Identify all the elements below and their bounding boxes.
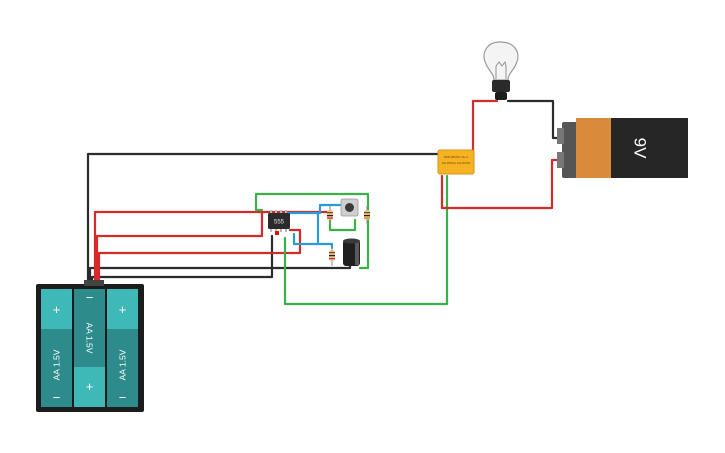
aa-cell-3-bottom-sign: − <box>119 390 127 405</box>
bulb-socket <box>492 80 510 92</box>
battery-9v-terminal-block <box>562 122 578 178</box>
wire-black-lamp-9v[interactable] <box>506 99 562 140</box>
relay-label-line1: SRD-05VDC-SL-C <box>444 155 470 159</box>
battery-pack-aa[interactable]: + AA 1.5V − − AA 1.5V + + AA 1.5V − <box>36 280 144 412</box>
aa-cell-2-label: AA 1.5V <box>85 323 95 354</box>
wire-red-vcc-3[interactable] <box>97 228 302 284</box>
resistor-2[interactable] <box>364 206 370 224</box>
wire-black-ground-2[interactable] <box>90 234 274 284</box>
wire-red-relay-lamp[interactable] <box>440 99 499 154</box>
aa-cell-1-bottom-sign: − <box>53 390 61 405</box>
wire-red-relay-9v[interactable] <box>440 158 562 210</box>
ic-555-pins <box>270 210 287 232</box>
bulb-filament-icon <box>495 60 507 79</box>
aa-cell-1-top-sign: + <box>53 302 61 317</box>
resistor-1[interactable] <box>327 206 333 224</box>
aa-cell-1-label: AA 1.5V <box>52 349 62 380</box>
wire-green-relay[interactable] <box>283 174 449 306</box>
wire-black-ground-1[interactable] <box>88 260 352 284</box>
wire-red-vcc-2[interactable] <box>95 210 264 284</box>
ic-555[interactable]: 555 <box>268 210 290 232</box>
aa-cell-3-label: AA 1.5V <box>118 349 128 380</box>
led-red[interactable] <box>275 231 279 235</box>
battery-pack-connector <box>84 280 104 286</box>
wire-black-battery-relay[interactable] <box>86 152 442 287</box>
wire-blue-2[interactable] <box>318 203 342 215</box>
wire-blue-3[interactable] <box>316 242 334 250</box>
aa-cell-2-top-sign: − <box>86 290 94 305</box>
battery-9v-terminal-neg <box>557 152 564 168</box>
capacitor-electrolytic[interactable] <box>343 238 360 267</box>
aa-cell-2-bottom-sign: + <box>86 379 94 394</box>
aa-cell-2: − AA 1.5V + <box>74 289 105 407</box>
resistor-3[interactable] <box>329 246 335 266</box>
battery-9v[interactable]: 9V <box>557 118 688 178</box>
relay-body <box>437 149 475 175</box>
wire-red-vcc-1[interactable] <box>93 210 277 284</box>
wire-blue-1[interactable] <box>286 211 320 246</box>
aa-cell-3: + AA 1.5V − <box>107 289 138 407</box>
wire-green-loop[interactable] <box>254 192 370 270</box>
bulb-glass-icon <box>483 41 519 81</box>
battery-9v-label: 9V <box>631 138 650 159</box>
aa-cell-3-top-sign: + <box>119 302 127 317</box>
push-button[interactable] <box>340 198 359 217</box>
battery-9v-copper-band <box>576 118 612 178</box>
ic-555-body <box>268 213 290 229</box>
battery-9v-body <box>611 118 688 178</box>
aa-cell-1: + AA 1.5V − <box>41 289 72 407</box>
ic-555-label: 555 <box>274 220 285 226</box>
relay-label-line2: 10A 250VAC 10A 30VDC <box>442 161 471 165</box>
relay-module[interactable]: SRD-05VDC-SL-C 10A 250VAC 10A 30VDC <box>437 149 475 175</box>
wires <box>86 99 562 306</box>
light-bulb[interactable] <box>483 41 519 100</box>
battery-9v-terminal-pos <box>557 128 564 144</box>
